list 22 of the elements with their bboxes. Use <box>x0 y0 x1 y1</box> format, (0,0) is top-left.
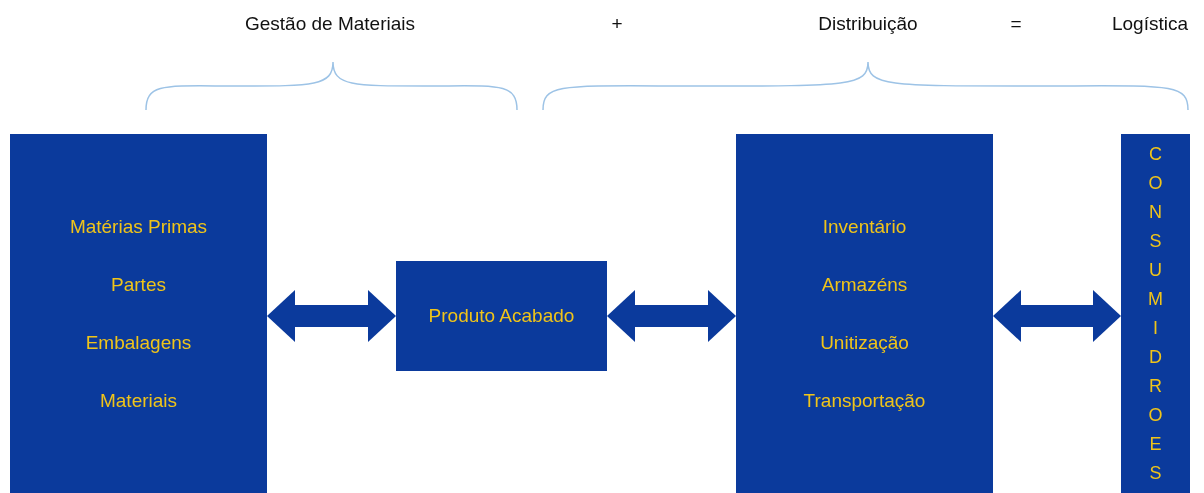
heading-label: + <box>611 13 623 35</box>
process-box <box>736 134 993 493</box>
double-arrow <box>607 290 736 342</box>
box-text: Inventário <box>822 215 907 238</box>
box-text: Transportação <box>803 389 926 412</box>
process-box <box>1121 134 1190 493</box>
double-arrow <box>267 290 396 342</box>
process-box <box>396 261 607 371</box>
heading-label: Gestão de Materiais <box>245 13 415 35</box>
box-text: Embalagens <box>85 331 192 354</box>
box-text: Matérias Primas <box>69 215 208 238</box>
box-text: Armazéns <box>821 273 908 296</box>
box-text: Produto Acabado <box>428 305 575 327</box>
box-text: CONSUMIDROES <box>1147 142 1164 485</box>
heading-label: Distribuição <box>818 13 918 35</box>
heading-label: = <box>1010 13 1022 35</box>
box-text: Partes <box>111 273 166 296</box>
heading-label: Logística <box>1112 13 1188 35</box>
process-box <box>10 134 267 493</box>
box-text: Materiais <box>99 389 178 412</box>
double-arrow <box>993 290 1121 342</box>
box-text: Unitização <box>820 331 909 354</box>
